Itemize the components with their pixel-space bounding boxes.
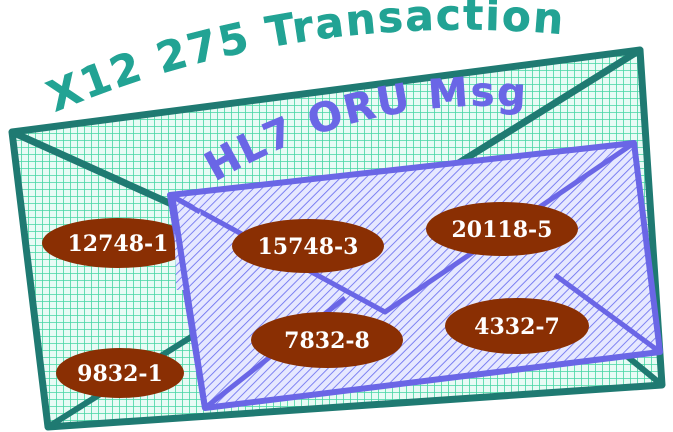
outer-code-label: 9832-1 <box>77 361 163 387</box>
outer-code-oval-2: 9832-1 <box>56 348 184 398</box>
outer-code-label: 12748-1 <box>68 231 169 257</box>
inner-code-label: 20118-5 <box>452 217 553 243</box>
inner-code-oval-3: 7832-8 <box>251 312 403 368</box>
inner-code-label: 15748-3 <box>258 234 359 260</box>
inner-code-oval-4: 4332-7 <box>445 298 589 354</box>
inner-code-label: 7832-8 <box>284 328 370 354</box>
outer-code-oval-1: 12748-1 <box>42 218 194 268</box>
inner-code-oval-2: 20118-5 <box>426 202 578 256</box>
outer-code-oval-1-overlap <box>168 192 208 409</box>
inner-code-oval-1: 15748-3 <box>232 219 384 273</box>
inner-code-label: 4332-7 <box>474 314 560 340</box>
inner-envelope-fold-right <box>553 272 662 355</box>
